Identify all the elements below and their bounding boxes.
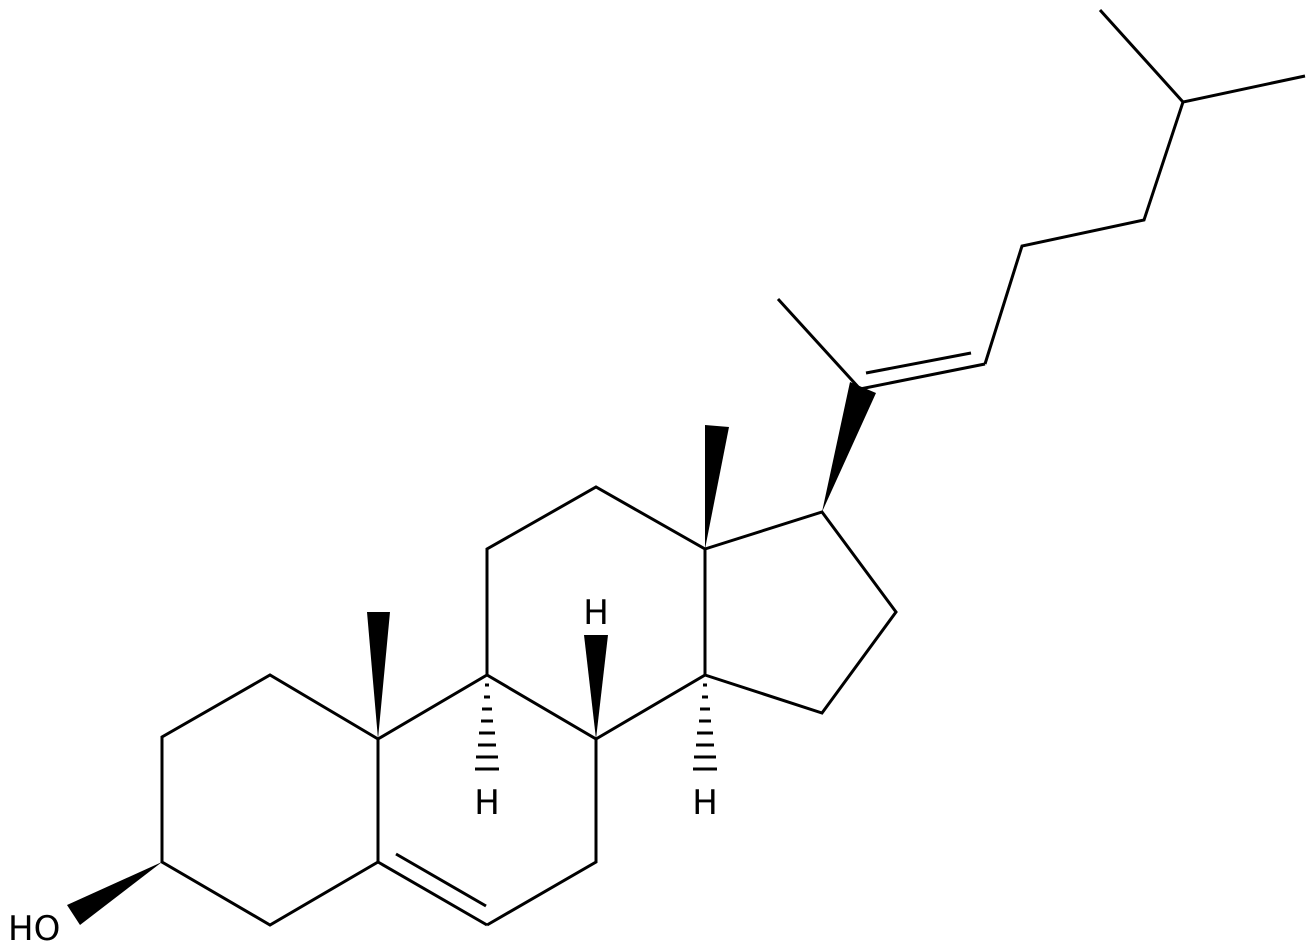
bond-c20-c21 (776, 297, 862, 391)
bond-c20-c22-double (865, 351, 972, 375)
ring-a-bonds (160, 673, 379, 927)
chain-bonds (983, 74, 1306, 365)
h9-label: H (474, 783, 500, 823)
side-chain (776, 8, 1306, 391)
wedge-c18-methyl (705, 425, 729, 549)
wedge-c17-c20 (822, 382, 876, 512)
bond-c25-c26 (1098, 8, 1185, 104)
ring-c-bonds (485, 485, 707, 741)
ring-c (485, 485, 707, 741)
wedge-c3-oh (67, 862, 162, 925)
bond-c5-c6-double (395, 852, 487, 908)
bond-c5-c6 (377, 860, 488, 927)
ring-d-bonds (704, 510, 898, 715)
ring-d (704, 510, 898, 715)
bond-c20-c22 (859, 362, 986, 391)
wedge-bonds (67, 382, 876, 925)
wedge-c19-methyl (367, 612, 390, 739)
hash-bond-h14 (693, 683, 717, 771)
ring-a (160, 673, 379, 927)
h8-label: H (583, 593, 609, 633)
hydroxyl-label: HO (8, 909, 60, 949)
hash-bond-h9 (475, 683, 499, 771)
wedge-h8 (584, 635, 608, 739)
h14-label: H (692, 783, 718, 823)
